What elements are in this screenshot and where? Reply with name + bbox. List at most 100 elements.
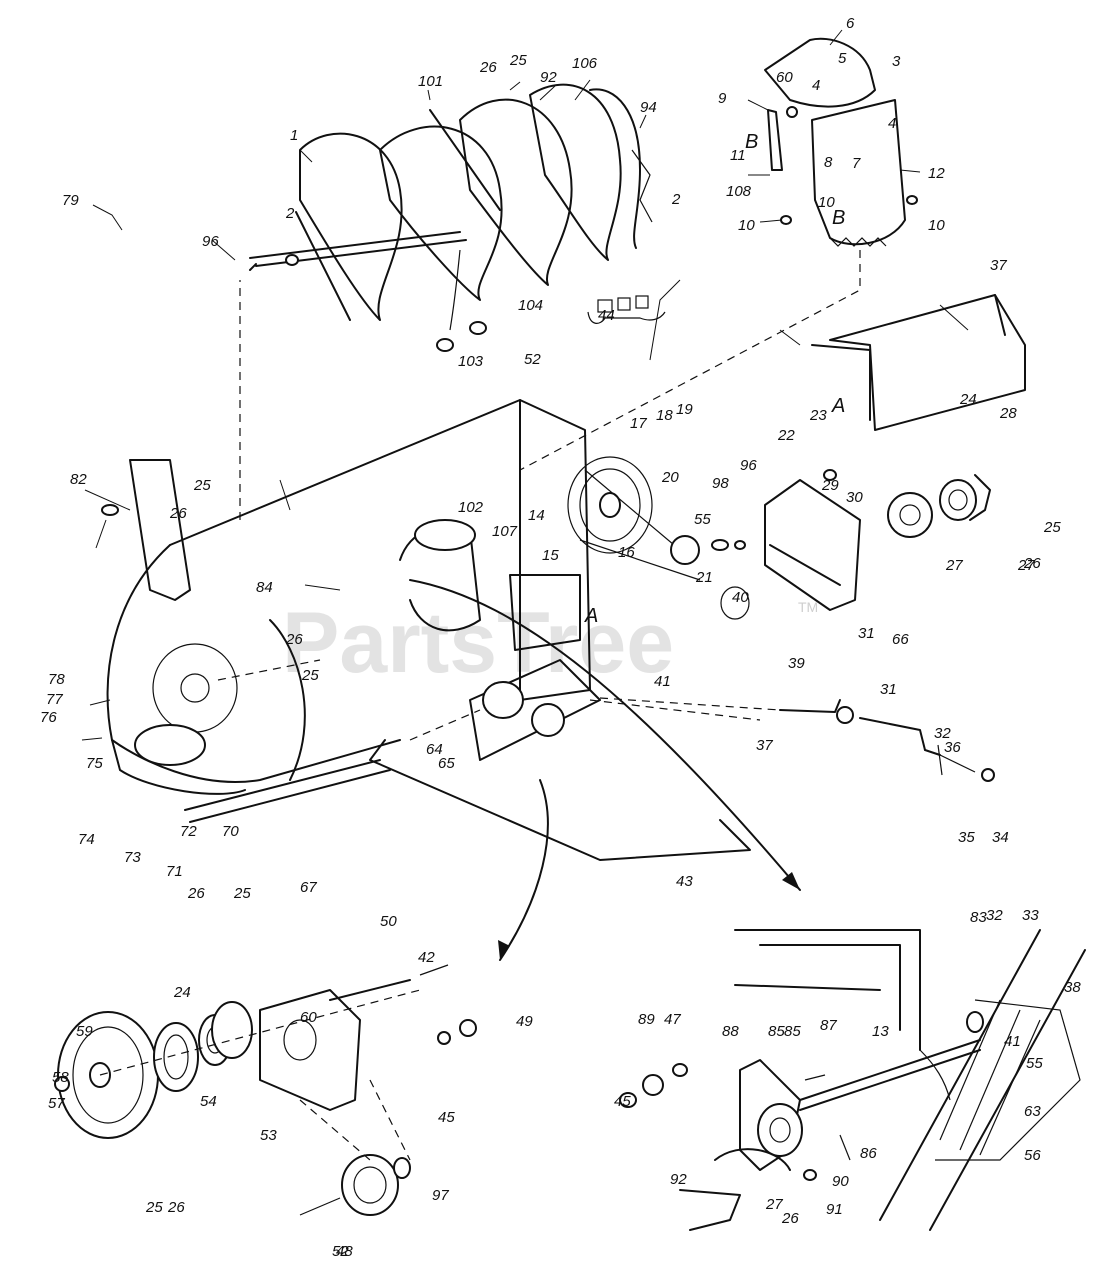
part-label: 72 bbox=[180, 823, 197, 840]
part-label: 85 bbox=[784, 1023, 801, 1040]
part-label: 108 bbox=[726, 183, 752, 200]
section-letter-a-plate: A bbox=[584, 605, 598, 627]
part-label: 40 bbox=[732, 589, 749, 606]
part-label: 3 bbox=[892, 53, 901, 70]
part-label: 48 bbox=[336, 1243, 353, 1260]
right-shroud bbox=[811, 294, 1026, 431]
auger-housing bbox=[101, 280, 801, 961]
part-label: 76 bbox=[40, 709, 57, 726]
part-label: 25 bbox=[233, 885, 251, 902]
part-label: 33 bbox=[1022, 907, 1039, 924]
part-label: 67 bbox=[300, 879, 317, 896]
part-label: 106 bbox=[572, 55, 598, 72]
part-label: 15 bbox=[542, 547, 559, 564]
part-label: 29 bbox=[821, 477, 839, 494]
part-label: 25 bbox=[301, 667, 319, 684]
part-label: 38 bbox=[1064, 979, 1081, 996]
part-label: 14 bbox=[528, 507, 545, 524]
part-label: 26 bbox=[1023, 555, 1041, 572]
part-label: 1 bbox=[290, 127, 298, 144]
part-label: 91 bbox=[826, 1201, 843, 1218]
section-letter-b-upper: B bbox=[745, 131, 758, 153]
part-label: 77 bbox=[46, 691, 63, 708]
part-label: 10 bbox=[818, 194, 835, 211]
part-label: 88 bbox=[722, 1023, 739, 1040]
part-label: 12 bbox=[928, 165, 945, 182]
part-label: 63 bbox=[1024, 1103, 1041, 1120]
part-label: 25 bbox=[145, 1199, 163, 1216]
part-label: 86 bbox=[860, 1145, 877, 1162]
part-label: 10 bbox=[738, 217, 755, 234]
part-label: 34 bbox=[992, 829, 1009, 846]
part-label: 83 bbox=[970, 909, 987, 926]
part-label: 26 bbox=[285, 631, 303, 648]
part-label: 20 bbox=[661, 469, 679, 486]
part-label: 54 bbox=[200, 1093, 217, 1110]
section-letter-b-lower: B bbox=[832, 207, 845, 229]
part-label: 92 bbox=[670, 1171, 687, 1188]
part-label: 49 bbox=[516, 1013, 533, 1030]
bearing-plate bbox=[711, 469, 991, 611]
part-label: 97 bbox=[432, 1187, 449, 1204]
part-label: 94 bbox=[640, 99, 657, 116]
part-label: 24 bbox=[173, 984, 191, 1001]
part-label: 70 bbox=[222, 823, 239, 840]
part-label: 23 bbox=[809, 407, 827, 424]
part-label: 26 bbox=[781, 1210, 799, 1227]
part-label: 26 bbox=[479, 59, 497, 76]
part-label: 52 bbox=[524, 351, 541, 368]
part-label: 11 bbox=[730, 147, 746, 164]
part-label: 71 bbox=[166, 863, 183, 880]
part-label: 36 bbox=[944, 739, 961, 756]
part-label: 101 bbox=[418, 73, 443, 90]
part-label: 30 bbox=[846, 489, 863, 506]
part-label: 18 bbox=[656, 407, 673, 424]
part-label: 25 bbox=[193, 477, 211, 494]
part-label: 59 bbox=[76, 1023, 93, 1040]
part-label: 47 bbox=[664, 1011, 681, 1028]
part-label: 2 bbox=[285, 205, 295, 222]
part-label: 65 bbox=[438, 755, 455, 772]
part-label: 85 bbox=[768, 1023, 785, 1040]
part-label: 53 bbox=[260, 1127, 277, 1144]
part-label: 55 bbox=[1026, 1055, 1043, 1072]
part-label: 6 bbox=[846, 15, 855, 32]
part-label: 9 bbox=[718, 90, 727, 107]
part-label: 102 bbox=[458, 499, 484, 516]
part-label: 45 bbox=[438, 1109, 455, 1126]
part-label: 24 bbox=[959, 391, 977, 408]
part-label: 64 bbox=[426, 741, 443, 758]
part-label: 4 bbox=[888, 115, 896, 132]
part-label: 17 bbox=[630, 415, 647, 432]
part-label: 31 bbox=[858, 625, 875, 642]
part-label: 28 bbox=[999, 405, 1017, 422]
auger-assembly bbox=[249, 83, 666, 352]
part-label: 13 bbox=[872, 1023, 889, 1040]
part-label: 25 bbox=[509, 52, 527, 69]
part-label: 32 bbox=[934, 725, 951, 742]
part-label: 21 bbox=[695, 569, 713, 586]
part-label: 82 bbox=[70, 471, 87, 488]
part-label: 26 bbox=[169, 505, 187, 522]
part-label: 107 bbox=[492, 523, 518, 540]
part-label: 8 bbox=[824, 154, 833, 171]
part-label: 27 bbox=[1017, 557, 1035, 574]
part-label: 41 bbox=[1004, 1033, 1021, 1050]
part-label: 75 bbox=[86, 755, 103, 772]
part-label: 104 bbox=[518, 297, 543, 314]
pulley-assembly bbox=[54, 964, 477, 1216]
part-label: 7 bbox=[852, 155, 861, 172]
part-label: 35 bbox=[958, 829, 975, 846]
part-label: 37 bbox=[990, 257, 1007, 274]
part-label: 19 bbox=[676, 401, 693, 418]
part-label: 16 bbox=[618, 544, 635, 561]
part-label: 50 bbox=[380, 913, 397, 930]
part-label: 87 bbox=[820, 1017, 837, 1034]
section-letter-a-shroud: A bbox=[831, 395, 845, 417]
part-label: 78 bbox=[48, 671, 65, 688]
part-label: 4 bbox=[812, 77, 820, 94]
part-label: 22 bbox=[777, 427, 795, 444]
part-label: 39 bbox=[788, 655, 805, 672]
part-label: 42 bbox=[418, 949, 435, 966]
part-label: 79 bbox=[62, 192, 79, 209]
